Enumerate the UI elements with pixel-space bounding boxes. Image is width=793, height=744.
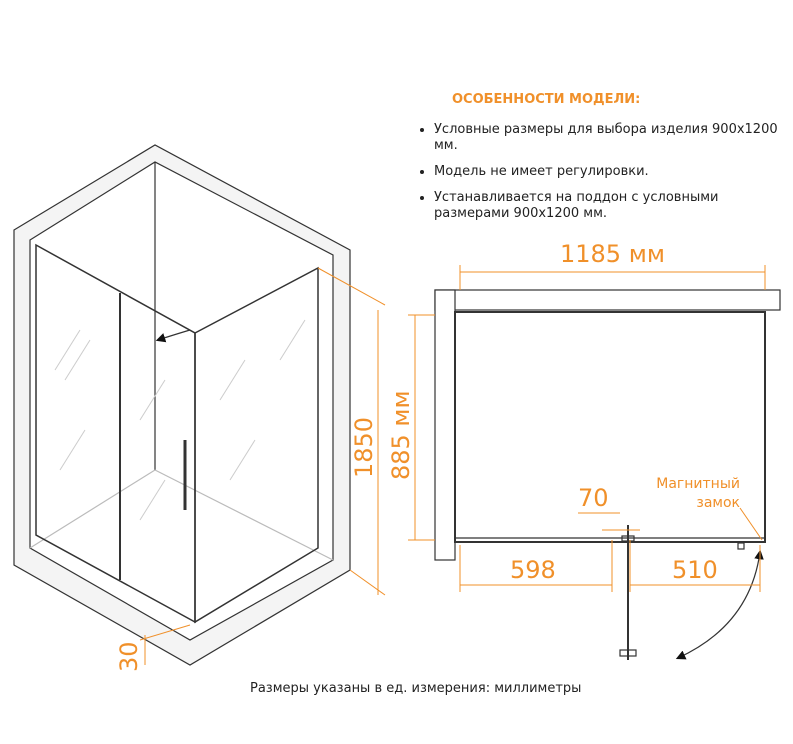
base-dimension: 30 (115, 641, 143, 672)
door-left-dimension: 598 (510, 556, 556, 584)
units-note: Размеры указаны в ед. измерения: миллиме… (250, 681, 582, 696)
feature-item: Модель не имеет регулировки. (434, 164, 788, 180)
enclosure-top-view (454, 311, 766, 543)
feature-item: Условные размеры для выбора изделия 900x… (434, 122, 788, 154)
top-wall (434, 289, 781, 311)
gap-dimension: 70 (578, 484, 609, 512)
depth-dimension: 885 мм (387, 390, 415, 480)
glass-side (194, 266, 319, 624)
lock-label-line2: замок (696, 495, 740, 511)
lock-label-line1: Магнитный (656, 476, 740, 492)
height-dimension: 1850 (350, 416, 378, 478)
iso-inner-walls (29, 161, 334, 641)
door-right-dimension: 510 (672, 556, 718, 584)
magnetic-lock-label: Магнитный замок (630, 475, 740, 513)
feature-item: Устанавливается на поддон с условными ра… (434, 190, 788, 222)
features-title: ОСОБЕННОСТИ МОДЕЛИ: (452, 92, 641, 107)
width-dimension: 1185 мм (560, 240, 665, 268)
model-features: ОСОБЕННОСТИ МОДЕЛИ: Условные размеры для… (408, 92, 788, 232)
door-swing-arc (675, 549, 764, 660)
left-wall (434, 289, 456, 561)
